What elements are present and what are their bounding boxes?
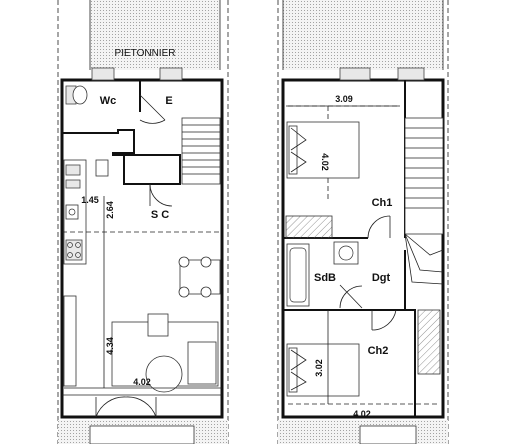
dim-ground-width-2: 4.02 (133, 377, 151, 387)
pedestrian-strip (57, 0, 449, 444)
bed-ch1 (286, 121, 360, 179)
dim-ground-depth-1: 2.64 (105, 201, 115, 219)
dim-upper-depth-1: 4.02 (320, 153, 330, 171)
bathroom (283, 241, 406, 311)
living-area (63, 295, 219, 393)
ground-floor (58, 67, 228, 444)
label-sdb: SdB (314, 272, 336, 284)
label-dgt: Dgt (372, 272, 391, 284)
dining-table (178, 256, 221, 298)
label-ch2: Ch2 (368, 345, 389, 357)
label-entry: E (165, 95, 172, 107)
label-wc: Wc (100, 95, 117, 107)
label-ch1: Ch1 (372, 197, 393, 209)
dim-upper-width-2: 4.02 (353, 409, 371, 419)
label-pietonnier: PIETONNIER (115, 48, 176, 59)
front-doors (62, 394, 222, 418)
kitchen-counter (63, 159, 109, 265)
dim-upper-width-1: 3.09 (335, 94, 353, 104)
bed-ch2 (286, 343, 360, 397)
toilet-icon (65, 85, 88, 105)
ground-stairs (181, 117, 221, 185)
dim-ground-width-1: 1.45 (81, 195, 99, 205)
upper-stairs (404, 117, 444, 285)
upper-floor (278, 67, 448, 444)
dim-ground-depth-2: 4.34 (105, 337, 115, 355)
dim-upper-depth-2: 3.02 (314, 359, 324, 377)
label-sc: S C (151, 209, 169, 221)
